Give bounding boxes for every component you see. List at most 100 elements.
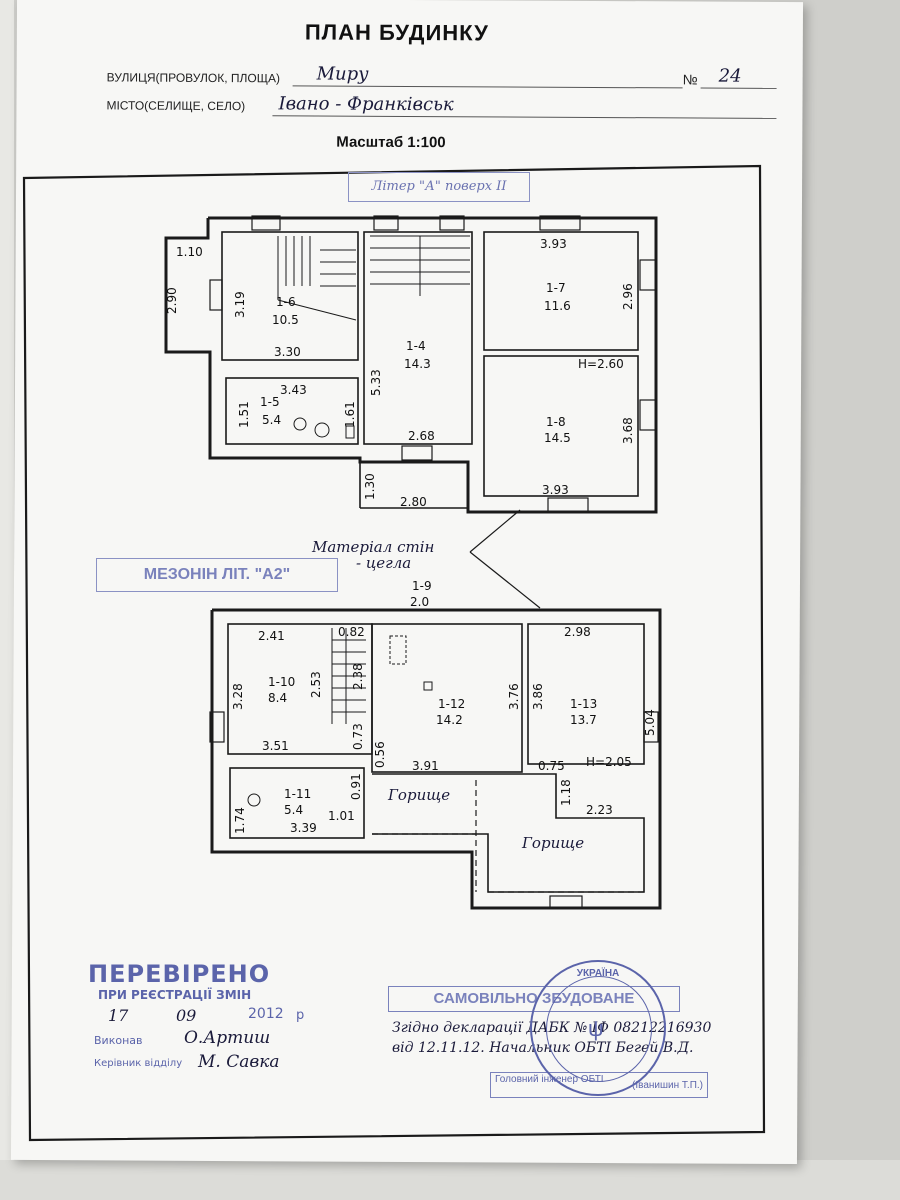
svg-text:11.6: 11.6 [544, 299, 571, 313]
svg-text:1-6: 1-6 [276, 295, 296, 309]
seal-text: УКРАЇНА [576, 968, 620, 979]
svg-text:3.91: 3.91 [412, 759, 439, 773]
svg-text:1.18: 1.18 [559, 779, 573, 806]
svg-text:0.56: 0.56 [373, 741, 387, 768]
floor2-labels: 1.10 2.90 3.19 3.30 3.43 1.51 1.61 5.33 … [165, 237, 635, 509]
svg-text:1-5: 1-5 [260, 395, 280, 409]
svg-text:1-8: 1-8 [546, 415, 566, 429]
svg-text:2.68: 2.68 [408, 429, 435, 443]
svg-text:2.80: 2.80 [400, 495, 427, 509]
svg-text:1-10: 1-10 [268, 675, 295, 689]
mansard-windows [209, 711, 659, 909]
svg-text:2.38: 2.38 [351, 663, 365, 690]
svg-text:3.19: 3.19 [233, 291, 247, 318]
svg-text:1-4: 1-4 [406, 339, 426, 353]
floor2-outer-wall [164, 216, 658, 514]
mansard-stamp: МЕЗОНІН ЛІТ. "А2" [96, 558, 338, 592]
binder-edge [0, 0, 14, 1200]
verified-year: 2012 [248, 1006, 284, 1022]
svg-text:2.90: 2.90 [165, 287, 179, 314]
svg-text:14.5: 14.5 [544, 431, 571, 445]
svg-text:1.74: 1.74 [233, 807, 247, 834]
svg-text:3.86: 3.86 [531, 683, 545, 710]
drawing-frame [22, 164, 766, 1142]
official-seal: УКРАЇНА ψ [530, 960, 666, 1096]
svg-text:3.93: 3.93 [540, 237, 567, 251]
room-1-5 [225, 377, 359, 445]
svg-text:1.61: 1.61 [343, 401, 357, 428]
svg-text:5.4: 5.4 [284, 803, 303, 817]
mansard-labels: 1-9 2.0 2.41 0.82 2.98 3.28 2.53 2.38 3.7… [231, 579, 657, 835]
room-1-4 [363, 231, 473, 445]
svg-text:0.73: 0.73 [351, 723, 365, 750]
svg-text:3.51: 3.51 [262, 739, 289, 753]
svg-text:3.93: 3.93 [542, 483, 569, 497]
room-1-11 [229, 767, 365, 839]
svg-text:2.96: 2.96 [621, 283, 635, 310]
verified-stamp: ПЕРЕВІРЕНО ПРИ РЕЄСТРАЦІЇ ЗМІН 17 09 201… [88, 960, 320, 1080]
svg-text:0.82: 0.82 [338, 625, 365, 639]
svg-text:2.0: 2.0 [410, 595, 429, 609]
floor2-stairs [277, 235, 470, 321]
svg-text:3.28: 3.28 [231, 683, 245, 710]
attic-label-left: Горище [388, 786, 451, 804]
svg-text:2.53: 2.53 [309, 671, 323, 698]
svg-text:1-12: 1-12 [438, 697, 465, 711]
room-1-12 [371, 623, 523, 773]
room-1-13 [527, 623, 645, 765]
svg-text:H=2.60: H=2.60 [578, 357, 624, 371]
wall-material-line2: - цегла [356, 554, 412, 572]
svg-text:1-9: 1-9 [412, 579, 432, 593]
svg-text:3.76: 3.76 [507, 683, 521, 710]
svg-text:3.39: 3.39 [290, 821, 317, 835]
verified-day: 17 [108, 1006, 129, 1025]
verified-title: ПЕРЕВІРЕНО [88, 960, 271, 988]
room-1-8 [483, 355, 639, 497]
wall-material-line1: Матеріал стін [312, 538, 435, 556]
svg-text:5.33: 5.33 [369, 369, 383, 396]
svg-text:1.51: 1.51 [237, 401, 251, 428]
performer-name: О.Артиш [184, 1028, 271, 1048]
fixtures [247, 417, 355, 807]
svg-text:5.4: 5.4 [262, 413, 281, 427]
svg-text:8.4: 8.4 [268, 691, 287, 705]
chief-name: (Іванишин Т.П.) [632, 1080, 703, 1091]
chief-label: Головний інженер ОБТІ [495, 1074, 604, 1085]
svg-text:10.5: 10.5 [272, 313, 299, 327]
room-1-7 [483, 231, 639, 351]
svg-text:3.43: 3.43 [280, 383, 307, 397]
svg-text:1-11: 1-11 [284, 787, 311, 801]
svg-text:H=2.05: H=2.05 [586, 755, 632, 769]
svg-text:1-13: 1-13 [570, 697, 597, 711]
svg-text:13.7: 13.7 [570, 713, 597, 727]
attic-outline [372, 773, 645, 893]
svg-text:2.23: 2.23 [586, 803, 613, 817]
leader-line-2 [469, 551, 541, 609]
mansard-stairs [331, 628, 433, 724]
table-surface [0, 1160, 900, 1200]
verified-subtitle: ПРИ РЕЄСТРАЦІЇ ЗМІН [98, 988, 252, 1002]
svg-text:14.3: 14.3 [404, 357, 431, 371]
svg-text:1-7: 1-7 [546, 281, 566, 295]
mansard-outer-wall [210, 608, 662, 910]
floor2-windows [209, 215, 657, 513]
svg-text:0.75: 0.75 [538, 759, 565, 773]
attic-label-right: Горище [522, 834, 585, 852]
svg-text:5.04: 5.04 [643, 709, 657, 736]
head-label: Керівник відділу [94, 1058, 183, 1069]
svg-text:3.30: 3.30 [274, 345, 301, 359]
svg-text:1.10: 1.10 [176, 245, 203, 259]
trident-icon: ψ [588, 1016, 604, 1041]
svg-text:2.41: 2.41 [258, 629, 285, 643]
svg-text:1.30: 1.30 [363, 473, 377, 500]
head-name: М. Савка [198, 1052, 280, 1072]
floor2-stamp: Літер "А" поверх II [348, 172, 530, 202]
verified-year-suffix: р [296, 1008, 305, 1023]
svg-text:3.68: 3.68 [621, 417, 635, 444]
verified-month: 09 [176, 1006, 197, 1025]
svg-text:2.98: 2.98 [564, 625, 591, 639]
svg-text:14.2: 14.2 [436, 713, 463, 727]
leader-line-1 [469, 509, 521, 553]
performer-label: Виконав [94, 1034, 143, 1047]
